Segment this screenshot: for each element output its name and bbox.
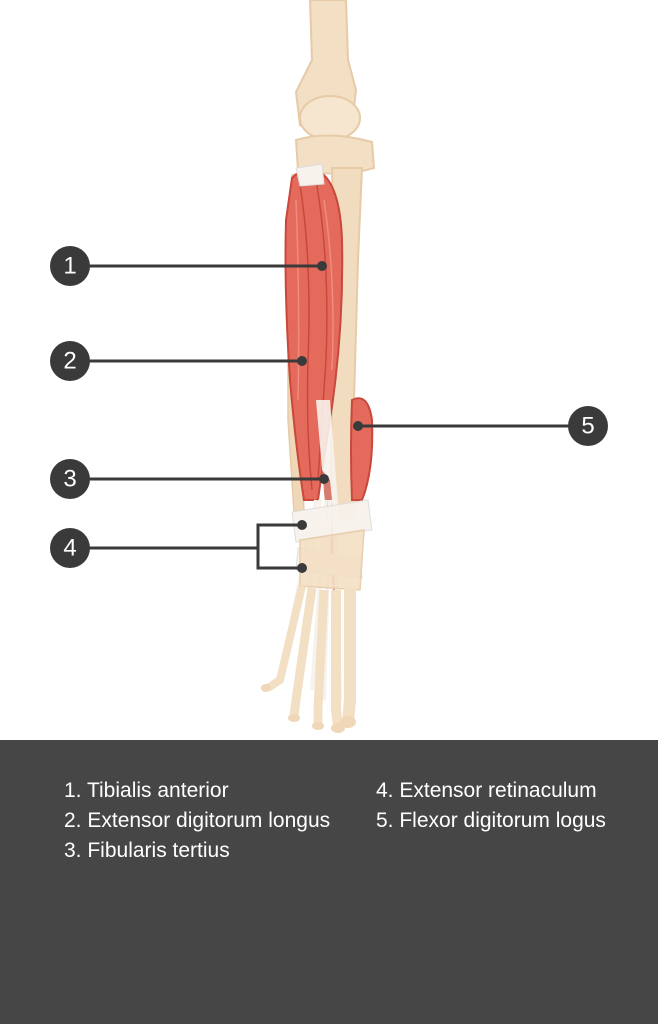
flexor-muscle xyxy=(350,397,374,501)
marker-1: 1 xyxy=(50,246,90,286)
foot-bones xyxy=(261,529,365,733)
legend-item-1: 1. Tibialis anterior xyxy=(64,779,229,802)
legend-item-4: 4. Extensor retinaculum xyxy=(376,779,597,802)
anatomy-figure: 1 2 3 4 5 xyxy=(50,0,608,733)
leader-lines xyxy=(70,264,588,570)
pointer-dots xyxy=(297,261,363,573)
marker-5-label: 5 xyxy=(581,413,594,440)
leader-line-4b xyxy=(256,548,302,570)
legend-item-2: 2. Extensor digitorum longus xyxy=(64,809,331,832)
marker-1-label: 1 xyxy=(63,253,76,280)
marker-2-label: 2 xyxy=(63,348,76,375)
marker-4-label: 4 xyxy=(63,535,76,562)
marker-3-label: 3 xyxy=(63,466,76,493)
femur-bone xyxy=(294,0,361,141)
marker-2: 2 xyxy=(50,341,90,381)
legend-column-right: 4. Extensor retinaculum 5. Flexor digito… xyxy=(376,776,646,836)
marker-4: 4 xyxy=(50,528,90,568)
legend-item-3: 3. Fibularis tertius xyxy=(64,839,230,862)
leader-line-4 xyxy=(70,523,302,550)
legend-item-5: 5. Flexor digitorum logus xyxy=(376,809,606,832)
marker-3: 3 xyxy=(50,459,90,499)
proximal-tendon xyxy=(295,163,325,187)
legend-panel: 1. Tibialis anterior 2. Extensor digitor… xyxy=(0,740,658,1024)
legend-column-left: 1. Tibialis anterior 2. Extensor digitor… xyxy=(64,776,354,866)
marker-5: 5 xyxy=(568,406,608,446)
